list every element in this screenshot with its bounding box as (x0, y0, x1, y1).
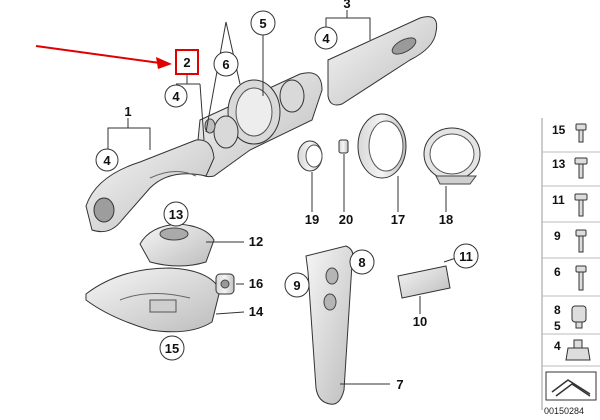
circled-callout-5: 5 (250, 10, 276, 36)
legend-label-4: 4 (554, 339, 561, 353)
circled-callout-13: 13 (163, 201, 189, 227)
callout-1: 1 (124, 104, 131, 119)
legend-label-8: 8 (554, 303, 561, 317)
screw-icon (575, 265, 587, 291)
svg-text:13: 13 (169, 207, 183, 222)
circled-callout-9: 9 (284, 272, 310, 298)
clip-nut-icon (571, 305, 587, 329)
screw-icon (574, 157, 588, 179)
highlight-box-2 (175, 49, 199, 75)
part-20-clip (338, 139, 349, 154)
legend-label-6: 6 (554, 265, 561, 279)
circled-callout-4c: 4 (314, 26, 338, 50)
part-19-small-ring (297, 140, 323, 172)
svg-text:5: 5 (259, 16, 266, 31)
clip-icon (565, 339, 591, 361)
leader-lines (107, 10, 457, 385)
legend-label-11: 11 (552, 193, 565, 207)
reference-number: 00150284 (544, 406, 584, 416)
red-pointer-arrow (35, 45, 172, 69)
svg-text:4: 4 (172, 89, 180, 104)
circled-callout-8: 8 (349, 249, 375, 275)
svg-text:11: 11 (459, 249, 473, 264)
part-5-instrument-housing (195, 72, 323, 178)
circled-callout-4b: 4 (95, 148, 119, 172)
part-10-cover-strip (397, 265, 451, 299)
callout-10: 10 (413, 314, 427, 329)
callout-17: 17 (391, 212, 405, 227)
callout-7: 7 (396, 377, 403, 392)
legend-label-13: 13 (552, 157, 566, 171)
part-14-lower-column-cover (85, 267, 221, 333)
legend-label-9: 9 (554, 229, 561, 243)
svg-text:4: 4 (103, 153, 111, 168)
screw-icon (575, 229, 587, 253)
legend-label-15: 15 (552, 123, 566, 137)
part-1-dash-trim (85, 139, 215, 233)
circled-callout-15: 15 (159, 335, 185, 361)
callout-14: 14 (249, 304, 264, 319)
callout-18: 18 (439, 212, 453, 227)
callout-3: 3 (343, 0, 350, 11)
svg-text:4: 4 (322, 31, 330, 46)
circled-callout-4a: 4 (164, 84, 188, 108)
svg-text:15: 15 (165, 341, 179, 356)
part-7-pillar-trim (305, 245, 354, 405)
callout-19: 19 (305, 212, 319, 227)
part-13-upper-column-cover (139, 223, 215, 267)
screw-icon (574, 193, 588, 217)
circled-callout-11: 11 (453, 243, 479, 269)
screw-icon (575, 123, 587, 143)
svg-text:9: 9 (293, 278, 300, 293)
part-18-trim-ring (423, 127, 481, 185)
circled-callout-6: 6 (213, 51, 239, 77)
callout-12: 12 (249, 234, 263, 249)
svg-text:8: 8 (358, 255, 365, 270)
fastener-legend: 15 13 11 9 6 8 5 4 (541, 118, 600, 416)
callout-20: 20 (339, 212, 353, 227)
part-17-ring (357, 113, 407, 179)
callout-16: 16 (249, 276, 263, 291)
fastener-group-icon (545, 371, 597, 401)
legend-label-5: 5 (554, 319, 561, 333)
svg-text:6: 6 (222, 57, 229, 72)
part-16-switch (215, 273, 235, 295)
callout-2: 2 (183, 55, 190, 70)
part-3-upper-trim (327, 16, 438, 106)
